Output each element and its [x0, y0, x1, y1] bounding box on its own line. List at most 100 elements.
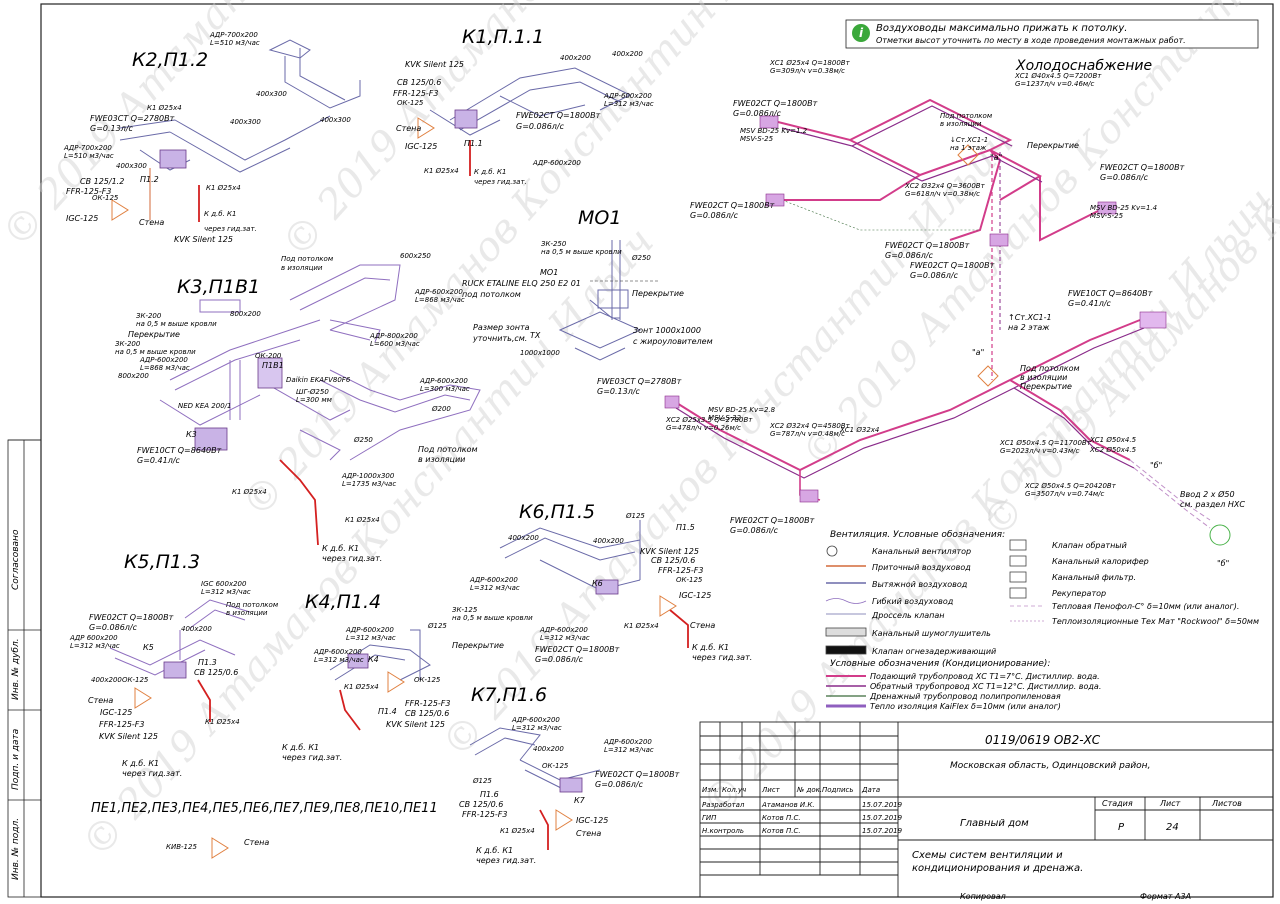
k4-k4: К4 [368, 655, 379, 664]
cold-cm2: ↑Ст.ХС1-1 [1008, 313, 1052, 322]
tb-sheets-h: Листов [1211, 799, 1242, 808]
title-k7: К7,П1.6 [471, 684, 547, 706]
k3-pod2: в изоляции [281, 264, 323, 272]
k1-adr-l: L=312 м3/час [604, 100, 654, 108]
k5-igc-l: L=312 м3/час [201, 588, 251, 596]
mo1-ruck2: под потолком [462, 290, 521, 299]
k1-fwe-g: G=0.086л/с [516, 122, 565, 131]
k3-adr4: АДР-600х200 [419, 377, 468, 385]
legend-left-0: Канальный вентилятор [872, 547, 971, 556]
k6-adr: АДР-600х200 [469, 576, 518, 584]
cold-fwe3: FWE02CT Q=1800Вт [1100, 163, 1185, 172]
cold-fancoil-3 [1097, 201, 1117, 215]
cold-xc4: ХС1 Ø50х4.5 Q=11700Вт [999, 439, 1092, 447]
k4-k1: К1 Ø25х4 [344, 683, 379, 691]
cold-floor2: Перекрытие [1020, 382, 1072, 391]
cold-inlet-marker [1209, 524, 1231, 546]
k5-duct1: 400х200 [181, 625, 212, 633]
k5-duct2: 400х200 [91, 676, 122, 684]
k4-kiv: КИВ-125 [166, 843, 197, 851]
cold-floor-marker-b [977, 365, 999, 387]
k3-daikin: Daikin EKAFV80F6 [286, 376, 351, 384]
cold-fancoil-4 [989, 233, 1009, 247]
k3-d1: 800х200 [230, 310, 261, 318]
k7-k1: К1 Ø25х4 [500, 827, 535, 835]
k5-k1: К1 Ø25х4 [205, 718, 240, 726]
k7-unit [559, 777, 583, 793]
k2-duct3: 400х300 [320, 116, 351, 124]
k5-adr-l: L=312 м3/час [70, 642, 120, 650]
k5-p13: П1.3 [198, 658, 217, 667]
k3-zk2: ЗК-200 [115, 340, 141, 348]
cold-xc6g: G=478л/ч v=0.26м/с [666, 424, 741, 432]
k3-shf: ШГ-Ø250 [296, 388, 329, 396]
mo1-zk: ЗК-250 [541, 240, 567, 248]
mo1-zk2: на 0,5 м выше кровли [541, 248, 622, 256]
legend-left-6: Клапан огнезадерживающий [872, 647, 996, 656]
tb-hdr-3: № док. [796, 786, 822, 794]
mo1-label: МО1 [540, 268, 558, 277]
cold-fwe5: FWE02CT Q=1800Вт [910, 261, 995, 270]
tb-desc-1: Схемы систем вентиляции и [912, 850, 1063, 861]
k1-igc: IGC-125 [405, 142, 437, 151]
cold-fwe6-g: G=0.41л/с [1068, 299, 1112, 308]
k2-fwe-g: G=0.13л/с [90, 124, 134, 133]
cold-fwe7-g: G=0.13л/с [597, 387, 641, 396]
legend-title: Вентиляция. Условные обозначения: [830, 530, 1005, 540]
stamp-agreed: Согласовано [11, 529, 21, 590]
k3-d2: 800х200 [118, 372, 149, 380]
cold-b: "б" [1150, 461, 1162, 470]
mo1-size2: уточнить,см. [472, 334, 527, 343]
mo1-zont2: с жироуловителем [633, 337, 713, 346]
k4-wall: Стена [244, 838, 269, 847]
legend-left-4: Дроссель клапан [871, 611, 945, 620]
k2-kd: К д.б. К1 [204, 210, 236, 218]
cold-fancoil-1 [759, 115, 779, 129]
cold-fancoil-2 [765, 193, 785, 207]
k2-adr2: АДР-700х200 [63, 144, 112, 152]
k2-ffr: FFR-125-F3 [66, 187, 112, 196]
k6-ok: ОК-125 [676, 576, 703, 584]
k7-grille [555, 809, 573, 831]
legend-left-5: Канальный шумоглушитель [872, 629, 991, 638]
k6-kvk: KVK Silent 125 [640, 547, 699, 556]
k5-kd2: через гид.зат. [122, 769, 182, 778]
k7-d125: Ø125 [472, 777, 492, 785]
k2-wall-grille [111, 199, 129, 221]
k3-adr2: АДР-600х200 [139, 356, 188, 364]
k2-wall: Стена [139, 218, 164, 227]
mo1-zont: Зонт 1000х1000 [633, 326, 701, 335]
k6-fwe-g: G=0.086л/с [535, 655, 584, 664]
k3-ok: ОК-200 [255, 352, 282, 360]
k1-unit [454, 109, 478, 129]
cold-pod2b: в изоляции [1020, 373, 1067, 382]
k3-zk1b: на 0,5 м выше кровли [136, 320, 217, 328]
k7-drain [539, 809, 549, 850]
k6-duct1: 400х200 [508, 534, 539, 542]
k5-pod1: Под потолком [226, 601, 279, 609]
cold-vvod2: см. раздел НХС [1180, 500, 1245, 509]
k4-kd: К д.б. К1 [282, 743, 319, 752]
k2-k1b: К1 Ø25х4 [206, 184, 241, 192]
k5-fwe: FWE02CT Q=1800Вт [89, 613, 174, 622]
tb-name-1: Котов П.С. [762, 814, 801, 822]
cold-fwe6: FWE10CT Q=8640Вт [1068, 289, 1153, 298]
cold-xc10: ХС1 Ø32х4 [839, 426, 879, 434]
k1-duct1: 400х200 [560, 54, 591, 62]
k6-kd2: через гид.зат. [692, 653, 752, 662]
k7-ok: ОК-125 [542, 762, 569, 770]
legend-left-3: Гибкий воздуховод [872, 597, 954, 606]
k4-floor: Перекрытие [452, 641, 504, 650]
k2-adr: АДР-700х200 [209, 31, 258, 39]
cold-xc2: ХС1 Ø25х4 Q=1800Вт [769, 59, 851, 67]
k7-p16: П1.6 [480, 790, 499, 799]
cold-fancoil-6 [799, 489, 819, 503]
legend-right-0: Клапан обратный [1052, 541, 1127, 550]
k5-unit [163, 661, 187, 679]
k6-fwe: FWE02CT Q=1800Вт [535, 645, 620, 654]
cold-msv2b: MSV-S-25 [1090, 212, 1124, 220]
k3-adr3: АДР-800х200 [369, 332, 418, 340]
legend-cond-3: Тепло изоляция KaiFlex δ=10мм (или анало… [870, 702, 1061, 711]
cold-fwe5-g: G=0.086л/с [910, 271, 959, 280]
k2-duct2: 400х300 [230, 118, 261, 126]
